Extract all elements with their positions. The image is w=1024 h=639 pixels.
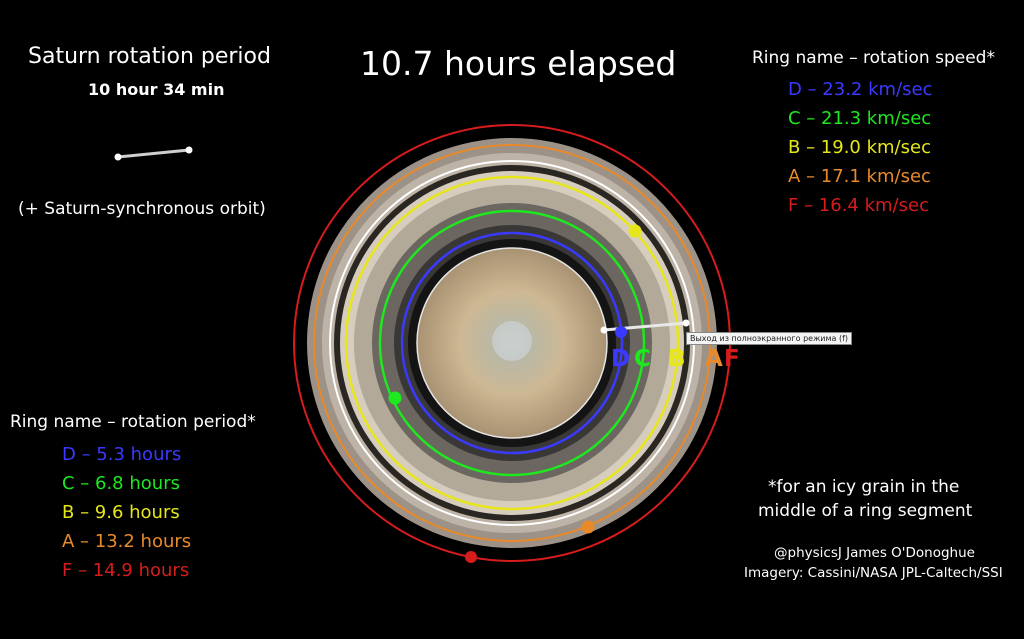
f-ring-grain [465, 551, 477, 563]
elapsed-time: 10.7 hours elapsed [360, 44, 677, 83]
speed-item-d: D – 23.2 km/sec [788, 79, 933, 100]
speed-legend-title: Ring name – rotation speed* [752, 48, 995, 68]
rotation-value: 10 hour 34 min [88, 80, 225, 99]
sync-marker-end [682, 319, 690, 327]
d-ring-orbit [400, 231, 624, 455]
c-ring-grain [388, 391, 402, 405]
c-ring-orbit [378, 209, 646, 477]
period-item-d: D – 5.3 hours [62, 444, 182, 465]
d-ring-grain [615, 326, 627, 338]
footnote-line-1: *for an icy grain in the [768, 477, 960, 497]
exit-fullscreen-tooltip: Выход из полноэкранного режима (f) [686, 332, 853, 345]
period-item-f: F – 14.9 hours [62, 560, 190, 581]
ring-label-f: F [724, 346, 740, 372]
rotation-title: Saturn rotation period [28, 44, 271, 69]
saturn-pole [492, 321, 532, 361]
speed-item-b: B – 19.0 km/sec [788, 137, 931, 158]
ring-label-d: D [611, 346, 631, 372]
period-legend-title: Ring name – rotation period* [10, 412, 256, 432]
speed-item-f: F – 16.4 km/sec [788, 195, 929, 216]
rotation-indicator-line [117, 148, 190, 159]
b-ring-grain [628, 224, 642, 238]
footnote-line-2: middle of a ring segment [758, 501, 973, 521]
ring-label-c: C [634, 346, 651, 372]
period-item-a: A – 13.2 hours [62, 531, 192, 552]
credit-author: @physicsJ James O'Donoghue [774, 545, 975, 561]
sync-marker-start [600, 326, 608, 334]
speed-item-a: A – 17.1 km/sec [788, 166, 931, 187]
rotation-indicator-end [185, 146, 193, 154]
b-ring-orbit [344, 175, 680, 511]
ring-label-b: B [668, 346, 686, 372]
credit-imagery: Imagery: Cassini/NASA JPL-Caltech/SSI [744, 565, 1003, 581]
period-item-c: C – 6.8 hours [62, 473, 180, 494]
speed-item-c: C – 21.3 km/sec [788, 108, 932, 129]
ring-label-a: A [705, 346, 723, 372]
period-item-b: B – 9.6 hours [62, 502, 180, 523]
rotation-indicator-start [114, 153, 122, 161]
sync-orbit-note: (+ Saturn-synchronous orbit) [18, 199, 266, 219]
a-ring-grain [581, 520, 595, 534]
